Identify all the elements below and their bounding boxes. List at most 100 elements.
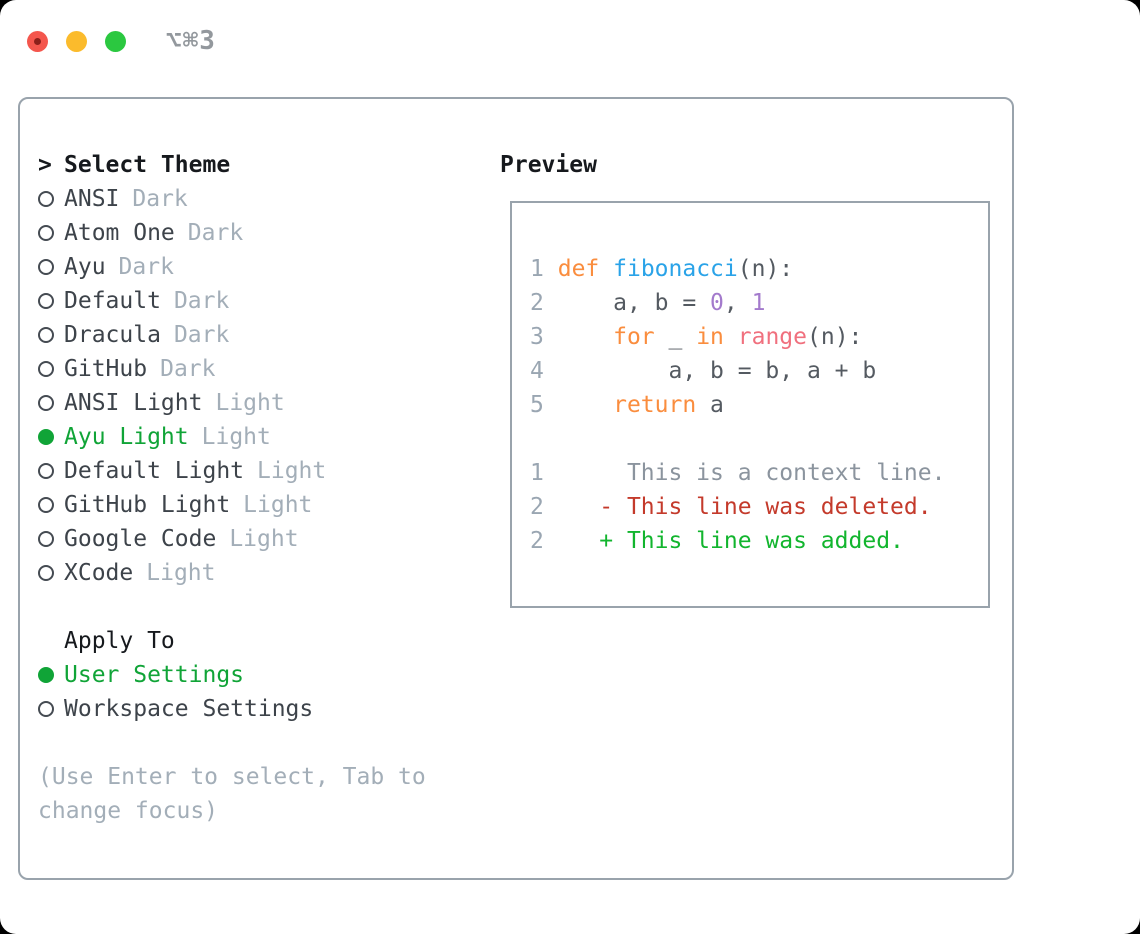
code-line: 2 + This line was added. bbox=[530, 524, 988, 558]
code-token-plain: _ bbox=[654, 324, 697, 350]
preview-title: Preview bbox=[500, 152, 597, 178]
code-token-plain: (n): bbox=[737, 256, 794, 282]
option-name: Google Code bbox=[64, 526, 217, 552]
code-line bbox=[530, 422, 988, 456]
code-token-plain: (n): bbox=[807, 324, 863, 350]
radio-icon bbox=[38, 191, 64, 207]
keyboard-shortcut-label: ⌥⌘3 bbox=[166, 26, 216, 56]
code-token-special: range bbox=[737, 324, 808, 350]
radio-icon bbox=[38, 259, 64, 275]
option-name: XCode bbox=[64, 560, 134, 586]
code-line: 2 - This line was deleted. bbox=[530, 490, 988, 524]
theme-option[interactable]: Ayu Dark bbox=[38, 250, 426, 284]
option-variant: Light bbox=[243, 492, 313, 518]
apply-option[interactable]: Workspace Settings bbox=[38, 692, 426, 726]
code-line: 1 This is a context line. bbox=[530, 456, 988, 490]
theme-option[interactable]: Ayu Light Light bbox=[38, 420, 426, 454]
code-token-keyword: def bbox=[557, 256, 600, 282]
code-token-number: 1 bbox=[751, 290, 766, 316]
focus-marker: > bbox=[38, 152, 64, 178]
theme-option[interactable]: Dracula Dark bbox=[38, 318, 426, 352]
radio-icon bbox=[38, 701, 64, 717]
code-line: 3 for _ in range(n): bbox=[530, 320, 988, 354]
option-variant: Dark bbox=[187, 220, 244, 246]
option-name: GitHub bbox=[64, 356, 148, 382]
option-name: Dracula bbox=[64, 322, 161, 348]
theme-option[interactable]: ANSI Dark bbox=[38, 182, 426, 216]
radio-icon bbox=[38, 361, 64, 377]
minimize-button[interactable] bbox=[66, 30, 87, 52]
option-variant: Dark bbox=[173, 322, 230, 348]
option-name: Atom One bbox=[64, 220, 175, 246]
radio-icon bbox=[38, 327, 64, 343]
radio-icon bbox=[38, 667, 64, 683]
code-token-deleted: - This line was deleted. bbox=[543, 494, 932, 520]
theme-option[interactable]: GitHub Light Light bbox=[38, 488, 426, 522]
theme-option[interactable]: Default Dark bbox=[38, 284, 426, 318]
zoom-button[interactable] bbox=[105, 30, 126, 52]
option-variant: Light bbox=[229, 526, 299, 552]
select-theme-header: > Select Theme bbox=[38, 148, 426, 182]
code-token-plain: a, b = bbox=[543, 290, 711, 316]
radio-icon bbox=[38, 395, 64, 411]
option-name: Ayu Light bbox=[64, 424, 189, 450]
line-number: 2 bbox=[530, 290, 544, 316]
code-token-keyword: return bbox=[613, 392, 697, 418]
code-token-plain bbox=[544, 324, 613, 350]
radio-icon bbox=[38, 497, 64, 513]
apply-options: User Settings Workspace Settings bbox=[38, 658, 426, 726]
option-name: Default Light bbox=[64, 458, 245, 484]
option-name: User Settings bbox=[64, 662, 245, 688]
code-token-keyword: in bbox=[696, 324, 724, 350]
theme-option[interactable]: Google Code Light bbox=[38, 522, 426, 556]
theme-option[interactable]: Atom One Dark bbox=[38, 216, 426, 250]
option-variant: Light bbox=[257, 458, 327, 484]
code-line: 5 return a bbox=[530, 388, 988, 422]
theme-option[interactable]: ANSI Light Light bbox=[38, 386, 426, 420]
radio-icon bbox=[38, 531, 64, 547]
option-variant: Dark bbox=[118, 254, 174, 280]
theme-option[interactable]: XCode Light bbox=[38, 556, 426, 590]
code-token-plain bbox=[599, 256, 613, 282]
code-line: 1 def fibonacci(n): bbox=[530, 252, 988, 286]
hint-text: (Use Enter to select, Tab to change focu… bbox=[38, 760, 426, 828]
hint-line: change focus) bbox=[38, 798, 219, 824]
code-token-context: This is a context line. bbox=[543, 460, 946, 486]
theme-picker-panel bbox=[18, 97, 1014, 880]
option-name: Workspace Settings bbox=[64, 696, 314, 722]
hint-line: (Use Enter to select, Tab to bbox=[38, 764, 426, 790]
radio-icon bbox=[38, 429, 64, 445]
code-token-plain: a bbox=[696, 392, 724, 418]
apply-option[interactable]: User Settings bbox=[38, 658, 426, 692]
apply-to-header: Apply To bbox=[38, 624, 426, 658]
code-token-plain: a, b = b, a + b bbox=[543, 358, 877, 384]
preview-box: 1 def fibonacci(n): 2 a, b = 0, 1 3 for … bbox=[510, 201, 990, 608]
radio-icon bbox=[38, 225, 64, 241]
code-token-number: 0 bbox=[710, 290, 724, 316]
code-token-added: + This line was added. bbox=[543, 528, 904, 554]
code-line: 4 a, b = b, a + b bbox=[530, 354, 988, 388]
code-token-plain bbox=[724, 324, 738, 350]
theme-option[interactable]: Default Light Light bbox=[38, 454, 426, 488]
option-variant: Dark bbox=[173, 288, 230, 314]
line-number: 4 bbox=[530, 358, 544, 384]
code-token-keyword: for bbox=[613, 324, 655, 350]
theme-list: > Select Theme ANSI Dark Atom One Dark A… bbox=[38, 148, 426, 828]
line-number: 1 bbox=[530, 460, 544, 486]
close-button[interactable] bbox=[27, 30, 48, 52]
option-name: Default bbox=[64, 288, 161, 314]
theme-option[interactable]: GitHub Dark bbox=[38, 352, 426, 386]
radio-icon bbox=[38, 565, 64, 581]
line-number: 2 bbox=[530, 494, 544, 520]
prompt-chevron-icon: > bbox=[38, 152, 52, 178]
option-name: ANSI Light bbox=[64, 390, 203, 416]
code-preview: 1 def fibonacci(n): 2 a, b = 0, 1 3 for … bbox=[530, 252, 988, 558]
line-number: 3 bbox=[530, 324, 544, 350]
option-variant: Light bbox=[201, 424, 271, 450]
option-name: Ayu bbox=[64, 254, 106, 280]
code-line: 2 a, b = 0, 1 bbox=[530, 286, 988, 320]
theme-options: ANSI Dark Atom One Dark Ayu Dark Default… bbox=[38, 182, 426, 590]
option-name: GitHub Light bbox=[64, 492, 231, 518]
line-number: 2 bbox=[530, 528, 544, 554]
